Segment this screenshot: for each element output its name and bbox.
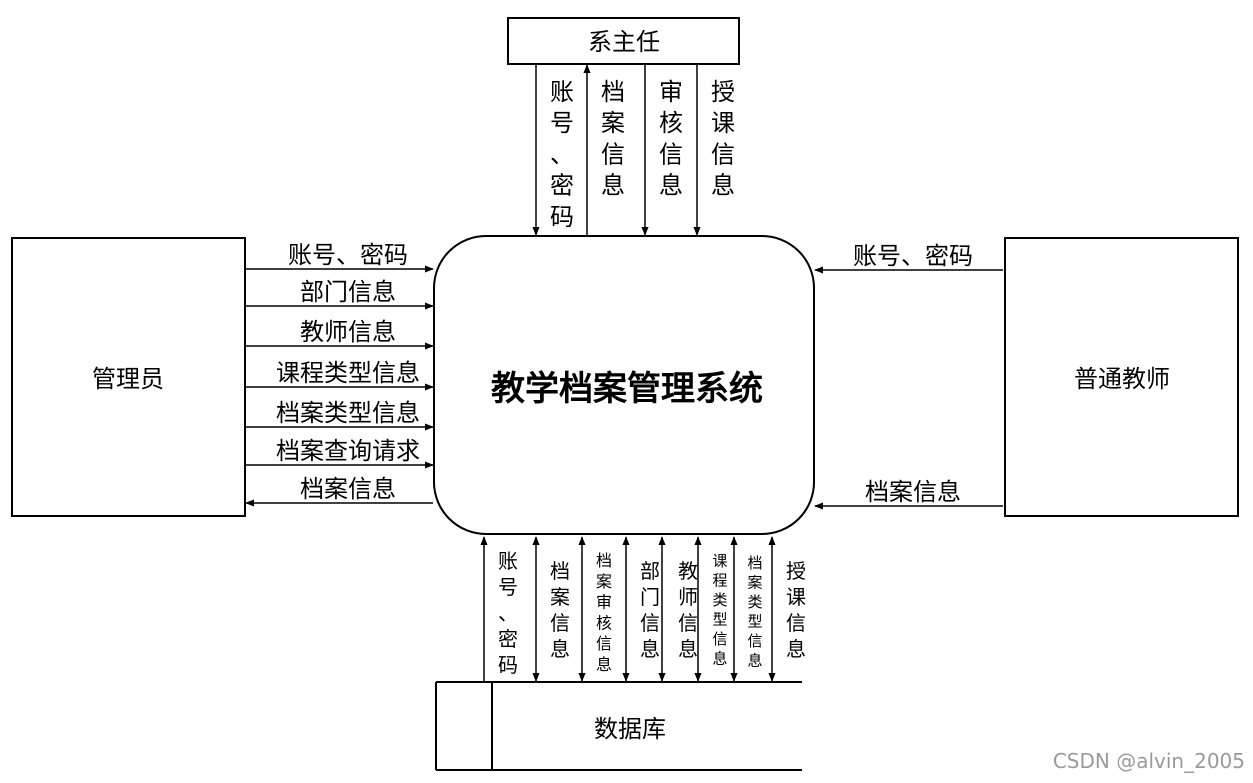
system-process [433,235,815,535]
flow-left-label-0: 账号、密码 [288,241,408,269]
flow-bottom-label-0: 账号、密码 [498,549,518,677]
entity-admin [11,237,246,517]
flow-left-label-5: 档案查询请求 [276,437,420,465]
entity-admin-label: 管理员 [92,365,164,393]
entity-teacher-label: 普通教师 [1074,365,1170,393]
flow-top-label-1: 档案信息 [601,78,625,200]
flow-bottom-label-4: 教师信息 [678,559,698,661]
flow-left-label-2: 教师信息 [300,318,396,346]
flow-bottom-label-3: 部门信息 [640,559,660,661]
flow-top-label-2: 审核信息 [659,78,683,200]
flow-right-label-1: 档案信息 [865,478,961,506]
flow-left-label-1: 部门信息 [300,278,396,306]
entity-teacher [1004,237,1239,517]
flow-top-label-3: 授课信息 [711,78,735,200]
flow-left-label-3: 课程类型信息 [276,359,420,387]
flow-bottom-label-7: 授课信息 [786,559,806,661]
flow-bottom-label-2: 档案审核信息 [596,551,612,674]
flow-top-label-0: 账号、密码 [550,78,574,231]
entity-department-head-label: 系主任 [588,28,660,56]
data-flows: 账号、密码部门信息教师信息课程类型信息档案类型信息档案查询请求档案信息账号、密码… [245,64,1003,682]
datastore-label: 数据库 [594,715,666,743]
system-title: 教学档案管理系统 [491,369,763,409]
entity-department-head [507,17,740,65]
flow-right-label-0: 账号、密码 [853,242,973,270]
flow-left-label-4: 档案类型信息 [276,399,420,427]
flow-bottom-label-1: 档案信息 [550,559,570,661]
flow-left-label-6: 档案信息 [300,475,396,503]
watermark: CSDN @alvin_2005 [1053,749,1245,773]
flow-bottom-label-5: 课程类型信息 [712,552,727,668]
flow-bottom-label-6: 档案类型信息 [747,554,762,670]
